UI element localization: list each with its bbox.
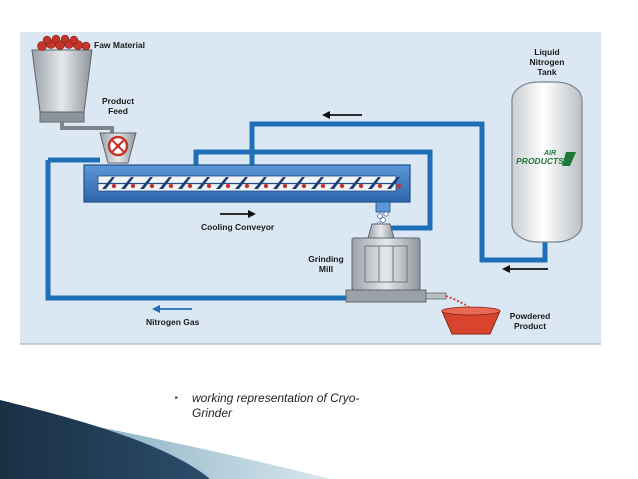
label-grinding-mill-2: Mill <box>319 264 333 274</box>
logo-mark-icon <box>562 152 576 166</box>
label-tank-2: Nitrogen <box>530 57 565 67</box>
material-particle <box>149 183 155 189</box>
screw-flight <box>273 177 286 189</box>
label-cooling-conveyor: Cooling Conveyor <box>201 222 275 232</box>
material-particle <box>225 183 231 189</box>
product-feed-valve <box>99 132 137 164</box>
raw-material-pellets <box>37 34 91 51</box>
label-nitrogen-gas: Nitrogen Gas <box>146 317 200 327</box>
screw-flight <box>349 177 362 189</box>
label-product-feed-1: Product <box>102 96 134 106</box>
label-tank-3: Tank <box>537 67 556 77</box>
material-particle <box>339 183 345 189</box>
label-powdered-product-2: Product <box>514 321 546 331</box>
screw-flight <box>102 177 115 189</box>
label-grinding-mill-1: Grinding <box>308 254 343 264</box>
nitrogen-gas-return-pipe <box>45 160 346 301</box>
liquid-nitrogen-tank: AIR PRODUCTS <box>511 81 583 243</box>
label-powdered-product-1: Powdered <box>510 311 551 321</box>
logo-line2: PRODUCTS <box>516 156 564 166</box>
screw-flight <box>311 177 324 189</box>
label-product-feed-2: Feed <box>108 106 128 116</box>
material-particle <box>263 183 269 189</box>
material-particle <box>358 183 364 189</box>
screw-flight <box>216 177 229 189</box>
slide-caption: ‣ working representation of Cryo- Grinde… <box>174 391 394 421</box>
swoosh-dark <box>0 400 210 479</box>
material-particle <box>396 183 402 189</box>
screw-flight <box>235 177 248 189</box>
flow-arrows <box>152 111 548 313</box>
screw-flight <box>387 177 400 189</box>
material-particle <box>206 183 212 189</box>
powdered-product-bin <box>441 295 501 335</box>
tank-supply-loop-pipe <box>249 121 548 263</box>
label-raw-material: Faw Material <box>94 40 145 50</box>
material-particle <box>187 183 193 189</box>
arrow-top-left <box>322 111 362 119</box>
cooling-conveyor <box>83 164 411 227</box>
arrow-tank-feed <box>502 265 548 273</box>
material-particle <box>244 183 250 189</box>
air-products-logo: AIR PRODUCTS <box>516 150 576 166</box>
screw-flight <box>159 177 172 189</box>
caption-line-1: working representation of Cryo- <box>192 391 360 405</box>
material-particle <box>111 183 117 189</box>
screw-flight <box>254 177 267 189</box>
material-particle <box>168 183 174 189</box>
screw-flight <box>292 177 305 189</box>
caption-line-2: Grinder <box>192 406 233 420</box>
material-particle <box>377 183 383 189</box>
logo-line1: AIR <box>543 150 556 157</box>
material-particle <box>282 183 288 189</box>
screw-flight <box>178 177 191 189</box>
screw-flight <box>197 177 210 189</box>
raw-material-hopper <box>31 34 93 123</box>
conveyor-screw <box>98 177 402 189</box>
nitrogen-pipes <box>45 121 548 301</box>
screw-flight <box>368 177 381 189</box>
material-particle <box>301 183 307 189</box>
screw-flight <box>330 177 343 189</box>
arrow-conveyor <box>220 210 256 218</box>
hopper-chute <box>60 122 114 133</box>
bullet-icon: ‣ <box>174 393 180 403</box>
screw-flight <box>121 177 134 189</box>
screw-flight <box>140 177 153 189</box>
material-particle <box>130 183 136 189</box>
grinding-mill <box>345 223 447 303</box>
label-tank-1: Liquid <box>534 47 560 57</box>
material-particle <box>320 183 326 189</box>
slide-decoration <box>0 400 330 479</box>
arrow-nitrogen-gas <box>152 305 192 313</box>
conveyor-top-loop-pipe <box>193 149 433 231</box>
